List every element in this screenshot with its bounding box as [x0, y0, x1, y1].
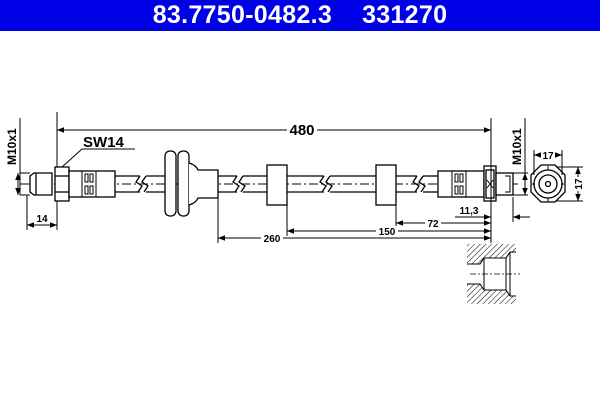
technical-drawing: 480 SW14 M10x1 14 M10x1 11,3 72 150 260 … — [0, 31, 600, 400]
right-fitting — [437, 165, 514, 202]
end-view-height-label: 17 — [574, 178, 585, 190]
dim-72-label: 72 — [427, 219, 439, 230]
reference-number: 331270 — [362, 1, 448, 29]
end-view — [530, 164, 566, 203]
left-thread-length-label: 14 — [36, 214, 48, 225]
end-view-width-label: 17 — [542, 151, 554, 162]
dim-11-3-label: 11,3 — [460, 206, 479, 217]
sleeve-2 — [375, 164, 397, 206]
wrench-size-label: SW14 — [83, 134, 125, 151]
dim-150-label: 150 — [379, 227, 396, 238]
left-fitting — [29, 166, 116, 202]
grommet — [164, 150, 219, 217]
port-section-view — [467, 244, 520, 304]
part-number: 83.7750-0482.3 — [152, 1, 333, 29]
title-banner: 83.7750-0482.3 331270 — [0, 0, 600, 31]
overall-length-label: 480 — [289, 122, 314, 139]
sleeve-1 — [266, 164, 288, 206]
right-thread-label: M10x1 — [510, 128, 524, 165]
left-thread-label: M10x1 — [5, 128, 19, 165]
dim-260-label: 260 — [264, 234, 281, 245]
